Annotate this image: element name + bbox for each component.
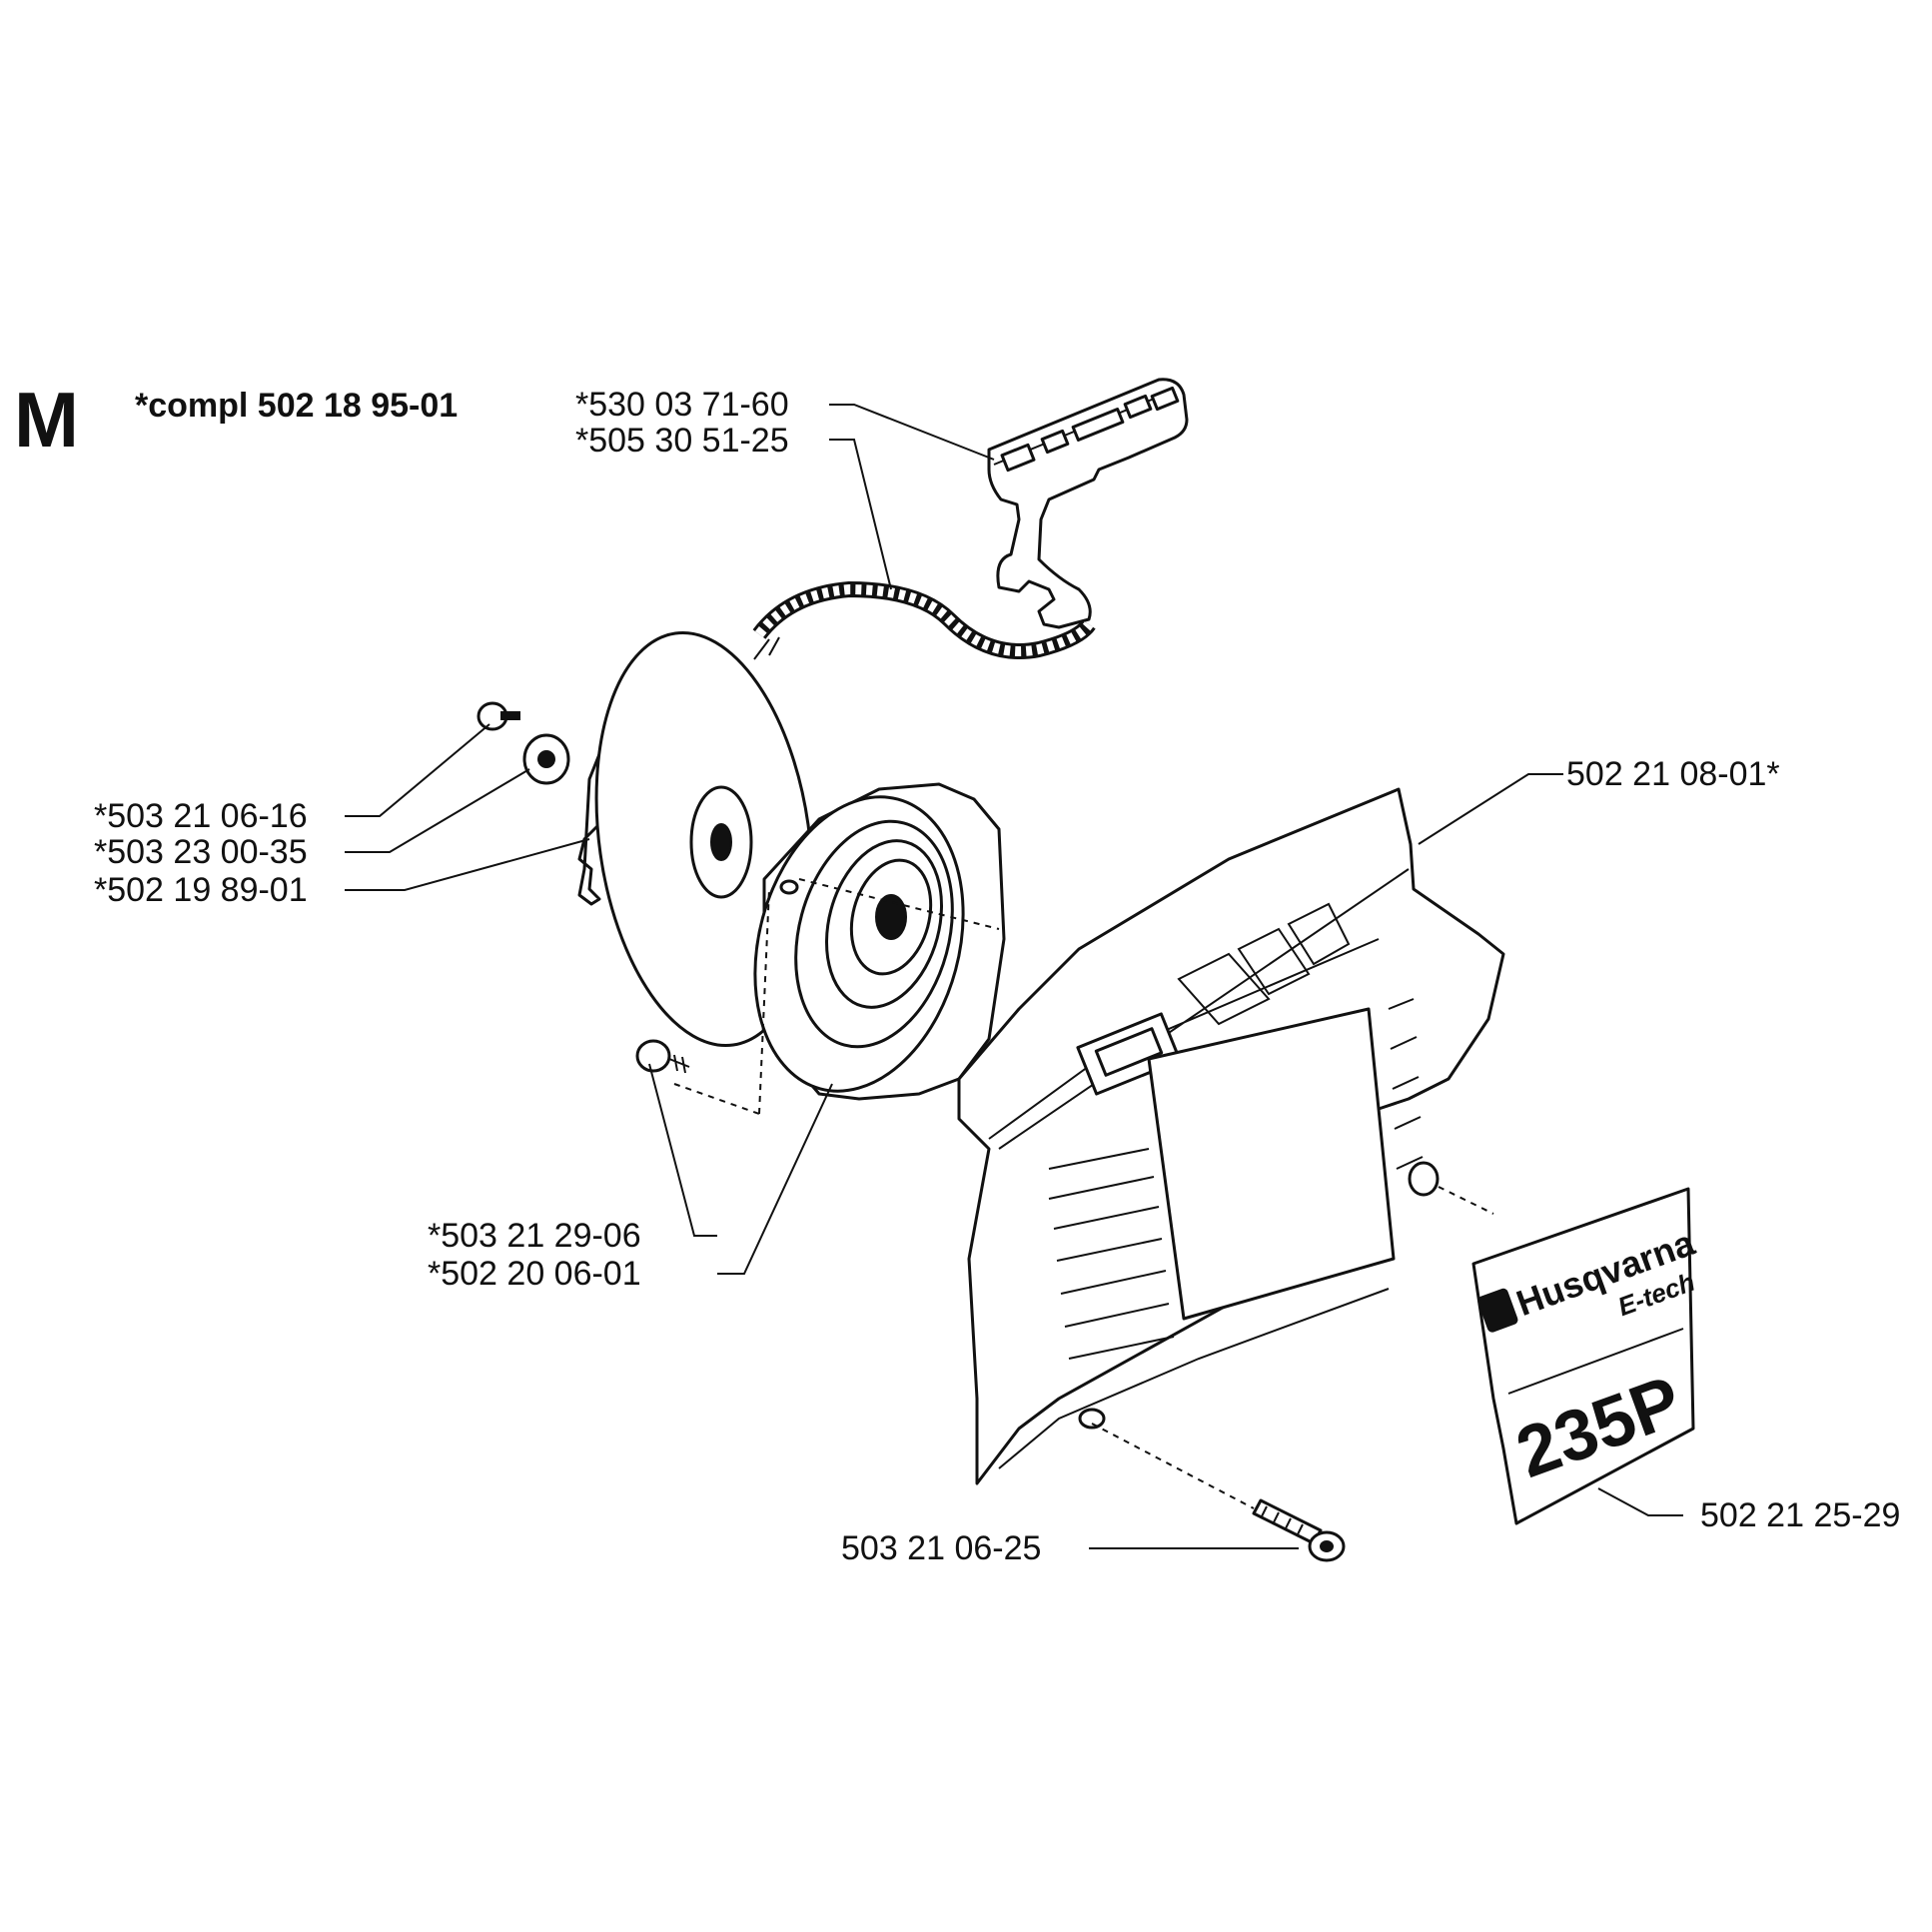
part-label-housing-screw[interactable]: 503 21 06-25 bbox=[841, 1529, 1041, 1567]
part-label-pulley-screw[interactable]: *503 21 06-16 bbox=[94, 797, 308, 835]
leader-lines bbox=[345, 404, 1683, 1549]
pulley-screw-drawing[interactable] bbox=[477, 701, 520, 731]
husqvarna-logo-icon bbox=[1477, 1288, 1518, 1333]
recoil-spring-cassette-drawing[interactable] bbox=[724, 773, 1006, 1115]
complete-kit-number: *compl 502 18 95-01 bbox=[135, 387, 458, 425]
part-label-washer[interactable]: *503 23 00-35 bbox=[94, 833, 308, 871]
housing-screw-drawing[interactable] bbox=[1252, 1498, 1346, 1562]
starter-housing-drawing[interactable] bbox=[957, 787, 1505, 1485]
part-label-recoil-spring-cassette[interactable]: *502 20 06-01 bbox=[428, 1255, 641, 1293]
washer-drawing[interactable] bbox=[522, 733, 570, 785]
starter-rope-drawing[interactable] bbox=[752, 580, 1096, 660]
decal-drawing[interactable]: Husqvarna E-tech 235P bbox=[1471, 1187, 1711, 1525]
part-label-starter-housing[interactable]: 502 21 08-01* bbox=[1566, 755, 1780, 793]
section-letter: M bbox=[14, 376, 79, 464]
part-label-rope-pulley[interactable]: *502 19 89-01 bbox=[94, 871, 308, 909]
spring-screw-drawing[interactable] bbox=[635, 1039, 690, 1074]
part-label-starter-rope[interactable]: *505 30 51-25 bbox=[575, 422, 789, 460]
starter-handle-drawing[interactable] bbox=[987, 378, 1189, 629]
part-label-starter-handle[interactable]: *530 03 71-60 bbox=[575, 386, 789, 424]
part-labels: *530 03 71-60 *505 30 51-25 *503 21 06-1… bbox=[94, 386, 1900, 1567]
part-label-spring-screw[interactable]: *503 21 29-06 bbox=[428, 1217, 641, 1255]
part-label-decal[interactable]: 502 21 25-29 bbox=[1700, 1496, 1900, 1534]
